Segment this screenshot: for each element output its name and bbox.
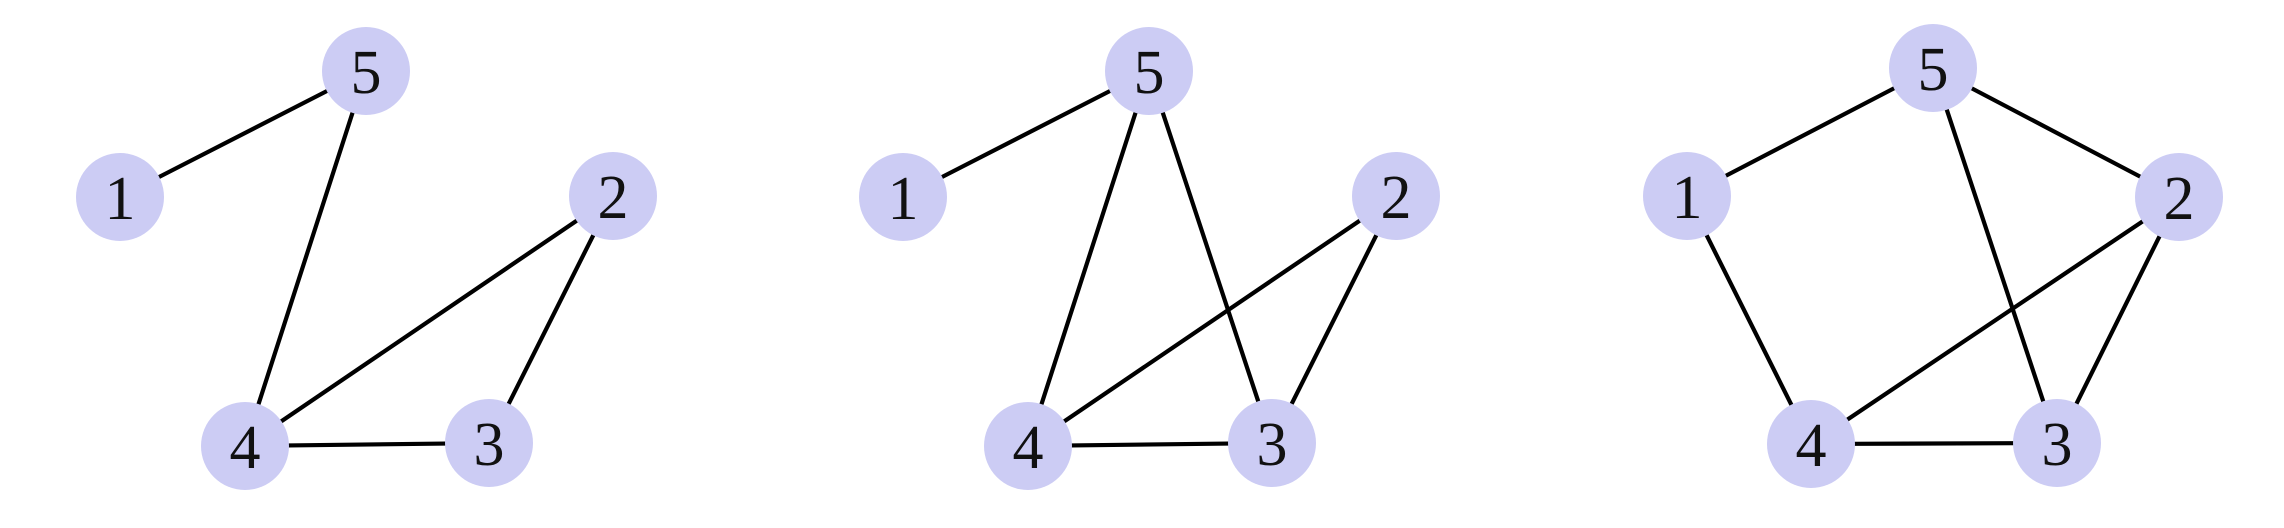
graph-edge-5-2: [1969, 86, 2143, 179]
graph-node-label-1: 1: [1672, 164, 1703, 232]
graph-node-circle-3[interactable]: [2013, 399, 2101, 487]
graph-edge-5-3: [1160, 110, 1261, 404]
graph-edge-1-4: [1704, 233, 1794, 407]
graph-node-3[interactable]: 3: [1228, 399, 1316, 487]
graph-node-4[interactable]: 4: [201, 402, 289, 490]
graph-node-circle-4[interactable]: [1767, 400, 1855, 488]
graph-edge-4-2: [1062, 218, 1362, 424]
graph-node-label-3: 3: [474, 411, 505, 479]
graph-3-node-layer: 1 2 3 4 5: [1643, 24, 2223, 488]
graph-node-label-2: 2: [598, 164, 629, 232]
graph-node-label-4: 4: [1013, 414, 1044, 482]
graph-node-circle-2[interactable]: [569, 152, 657, 240]
graph-node-circle-2[interactable]: [1352, 152, 1440, 240]
graph-edge-5-3: [1944, 107, 2046, 404]
graph-node-label-5: 5: [1918, 36, 1949, 104]
graph-node-circle-3[interactable]: [1228, 399, 1316, 487]
graph-node-label-1: 1: [105, 165, 136, 233]
graph-node-circle-1[interactable]: [859, 153, 947, 241]
graph-node-circle-2[interactable]: [2135, 153, 2223, 241]
graph-node-3[interactable]: 3: [445, 399, 533, 487]
graph-node-circle-1[interactable]: [76, 153, 164, 241]
graph-3-edge-layer: [1704, 86, 2162, 446]
graph-edge-1-5: [940, 88, 1112, 180]
graph-edge-5-4: [1039, 110, 1138, 407]
graph-node-label-1: 1: [888, 165, 919, 233]
graph-node-circle-3[interactable]: [445, 399, 533, 487]
graph-edge-3-2: [2074, 234, 2162, 406]
graph-edge-4-2: [1845, 219, 2145, 422]
graph-edge-5-4: [256, 110, 355, 407]
graph-edge-1-5: [1723, 86, 1897, 178]
graph-panel-1: 1 2 3 4 5: [76, 27, 657, 490]
graph-node-2[interactable]: 2: [2135, 153, 2223, 241]
graph-1-node-layer: 1 2 3 4 5: [76, 27, 657, 490]
graph-node-circle-5[interactable]: [1889, 24, 1977, 112]
graph-node-1[interactable]: 1: [76, 153, 164, 241]
graph-node-4[interactable]: 4: [1767, 400, 1855, 488]
graph-node-label-5: 5: [351, 39, 382, 107]
graph-edge-3-2: [1289, 233, 1379, 406]
graph-2-node-layer: 1 2 3 4 5: [859, 27, 1440, 490]
graph-node-label-2: 2: [1381, 164, 1412, 232]
graph-node-circle-5[interactable]: [1105, 27, 1193, 115]
graph-node-5[interactable]: 5: [322, 27, 410, 115]
graph-2-edge-layer: [940, 88, 1379, 448]
graph-edge-4-3: [286, 441, 448, 448]
graph-node-label-3: 3: [2042, 411, 2073, 479]
graph-node-label-2: 2: [2164, 165, 2195, 233]
graph-node-label-4: 4: [230, 414, 261, 482]
graph-node-circle-1[interactable]: [1643, 152, 1731, 240]
graph-node-5[interactable]: 5: [1105, 27, 1193, 115]
graph-node-4[interactable]: 4: [984, 402, 1072, 490]
graph-edge-4-3: [1852, 441, 2016, 446]
graph-node-label-5: 5: [1134, 39, 1165, 107]
graph-node-1[interactable]: 1: [859, 153, 947, 241]
graph-edge-4-2: [279, 218, 579, 424]
graph-node-1[interactable]: 1: [1643, 152, 1731, 240]
graph-panel-2: 1 2 3 4 5: [859, 27, 1440, 490]
graph-node-label-4: 4: [1796, 412, 1827, 480]
graph-node-circle-4[interactable]: [201, 402, 289, 490]
graph-node-label-3: 3: [1257, 411, 1288, 479]
graph-panel-3: 1 2 3 4 5: [1643, 24, 2223, 488]
graph-node-circle-5[interactable]: [322, 27, 410, 115]
graph-1-edge-layer: [157, 88, 596, 448]
graph-node-3[interactable]: 3: [2013, 399, 2101, 487]
graph-node-2[interactable]: 2: [569, 152, 657, 240]
graph-node-2[interactable]: 2: [1352, 152, 1440, 240]
graph-edge-3-2: [506, 233, 596, 406]
graph-edge-4-3: [1069, 441, 1231, 448]
graph-node-5[interactable]: 5: [1889, 24, 1977, 112]
graph-node-circle-4[interactable]: [984, 402, 1072, 490]
graph-edge-1-5: [157, 88, 329, 180]
